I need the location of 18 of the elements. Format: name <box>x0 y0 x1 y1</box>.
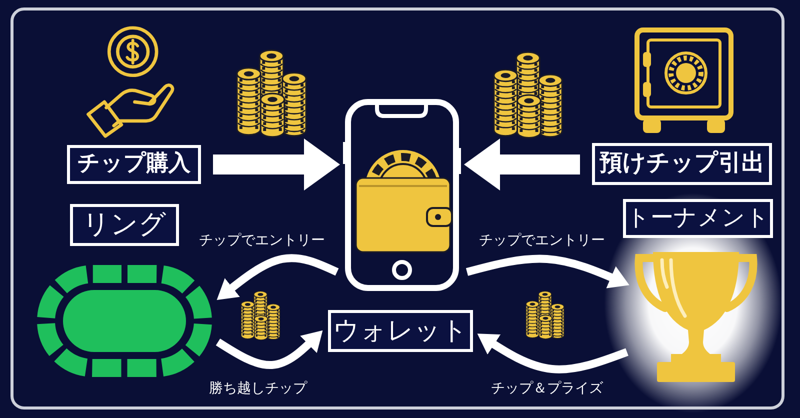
poker-table-illustration <box>37 265 212 377</box>
curved-arrow <box>216 330 323 369</box>
framed-label: チップ購入 <box>67 145 201 184</box>
smartphone-illustration <box>343 98 461 292</box>
trophy-illustration <box>633 250 759 384</box>
edge-label: チップでエントリー <box>199 232 325 250</box>
block-arrow <box>213 138 340 190</box>
edge-label: 勝ち越しチップ <box>209 380 307 398</box>
edge-label: チップでエントリー <box>479 232 605 250</box>
curved-arrow <box>477 334 628 374</box>
curved-arrow <box>466 254 630 288</box>
framed-label: トーナメント <box>623 199 773 238</box>
curved-arrow <box>216 254 339 300</box>
framed-label: リング <box>70 204 179 246</box>
framed-label: 預けチップ引出 <box>592 143 772 185</box>
edge-label: チップ＆プライズ <box>491 380 603 398</box>
framed-label: ウォレット <box>328 310 473 352</box>
block-arrow <box>464 138 580 190</box>
